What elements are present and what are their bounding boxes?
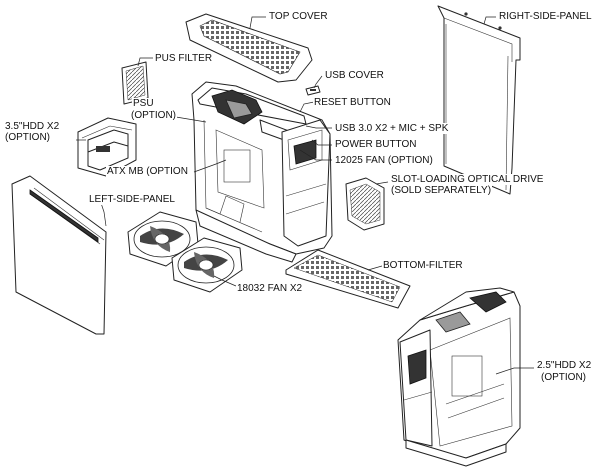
label-psu-option: (OPTION): [130, 110, 177, 121]
label-usb-3-0: USB 3.0 X2 + MIC + SPK: [334, 123, 450, 134]
hdd-3-5-cage: [77, 117, 137, 177]
assembled-case: [397, 287, 521, 467]
label-usb-cover: USB COVER: [324, 70, 385, 81]
label-right-side-panel: RIGHT-SIDE-PANEL: [498, 11, 593, 22]
label-atx-mb: ATX MB (OPTION: [106, 166, 189, 177]
label-hdd-2-5-option: (OPTION): [540, 372, 587, 383]
leader-lines: [76, 16, 534, 375]
label-bottom-filter: BOTTOM-FILTER: [382, 260, 464, 271]
label-pus-filter: PUS FILTER: [154, 53, 214, 64]
label-top-cover: TOP COVER: [268, 11, 329, 22]
top-cover: [185, 13, 313, 83]
label-psu: PSU: [132, 98, 155, 109]
main-chassis: [191, 81, 333, 263]
label-slot-loading-drive: SLOT-LOADING OPTICAL DRIVE: [390, 174, 545, 185]
left-side-panel: [11, 175, 107, 335]
right-side-panel: [437, 5, 521, 195]
psu-filter: [121, 61, 149, 105]
label-hdd-2-5: 2.5"HDD X2: [536, 360, 593, 371]
bottom-filter: [285, 249, 411, 309]
label-power-button: POWER BUTTON: [334, 139, 418, 150]
label-fan-12025: 12025 FAN (OPTION): [334, 155, 434, 166]
label-hdd-3-5-option: (OPTION): [4, 132, 51, 143]
label-left-side-panel: LEFT-SIDE-PANEL: [88, 194, 176, 205]
optical-drive: [345, 177, 385, 231]
label-fan-18032: 18032 FAN X2: [236, 283, 304, 294]
label-reset-button: RESET BUTTON: [313, 97, 392, 108]
fan-180mm-2: [171, 237, 243, 293]
usb-cover: [305, 85, 321, 96]
label-slot-loading-drive-sold: (SOLD SEPARATELY): [390, 185, 493, 196]
label-hdd-3-5: 3.5"HDD X2: [4, 121, 61, 132]
